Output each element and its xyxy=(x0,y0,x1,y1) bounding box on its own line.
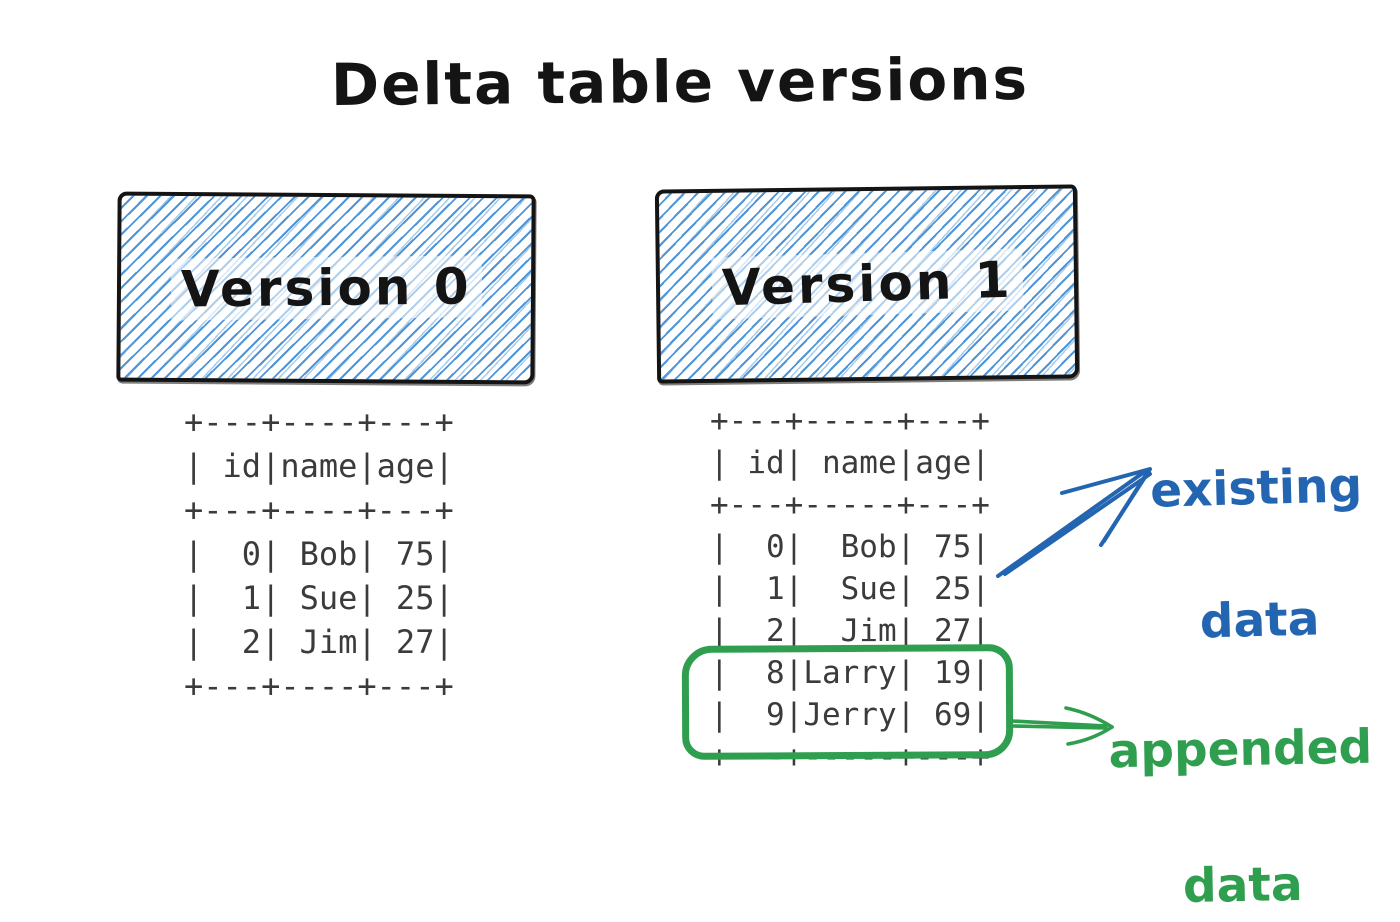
appended-data-line1: appended xyxy=(1108,719,1373,780)
existing-data-line2: data xyxy=(1199,591,1321,650)
existing-data-line1: existing xyxy=(1149,458,1363,519)
appended-data-line2: data xyxy=(1182,856,1304,915)
version1-box: Version 1 xyxy=(654,184,1080,384)
version0-label: Version 0 xyxy=(170,255,482,321)
appended-data-annotation: appended data xyxy=(1088,645,1395,922)
version0-ascii-table: +---+----+---+ | id|name|age| +---+----+… xyxy=(184,403,454,705)
version0-box: Version 0 xyxy=(116,191,536,385)
page-title: Delta table versions xyxy=(330,44,1030,120)
version1-ascii-table: +---+-----+---+ | id| name|age| +---+---… xyxy=(710,403,990,775)
version1-label: Version 1 xyxy=(710,248,1024,320)
existing-data-annotation: existing data xyxy=(1113,386,1400,657)
